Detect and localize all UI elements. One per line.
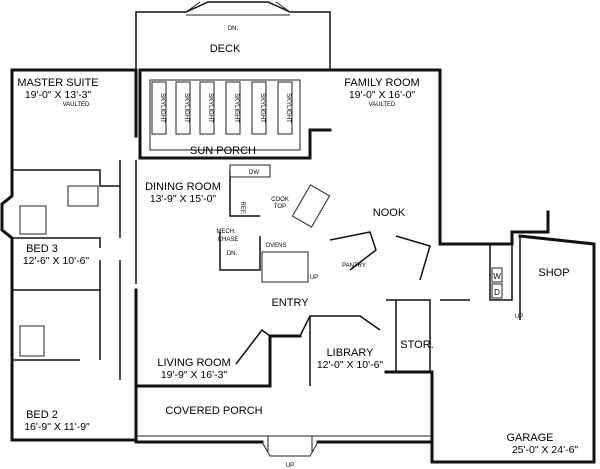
skylight-5: SKYLIGHT (259, 93, 265, 123)
skylight-1: SKYLIGHT (159, 93, 165, 123)
family-room-note: VAULTED (369, 102, 396, 108)
master-suite-note: VAULTED (63, 102, 90, 108)
dining-room-label: DINING ROOM (145, 181, 221, 193)
garage-label: GARAGE (506, 432, 553, 444)
shop-up-label: UP (515, 314, 523, 320)
ref-label: REF. (239, 201, 245, 214)
family-room-dims: 19'-0" X 16'-0" (349, 89, 416, 101)
bed3-label: BED 3 (26, 243, 58, 255)
interior-walls (12, 160, 521, 386)
stair-down-label: DN. (227, 251, 238, 257)
dw-label: DW (249, 170, 259, 176)
library-dims: 12'-0" X 10'-6" (317, 359, 384, 371)
ovens-label: OVENS (265, 243, 286, 249)
dining-room-dims: 13'-9" X 15'-0" (150, 193, 217, 205)
pantry-label: PANTRY (342, 263, 366, 269)
skylight-6: SKYLIGHT (285, 93, 291, 123)
deck-note: DN. (228, 26, 239, 32)
sun-porch-label: SUN PORCH (190, 145, 256, 157)
nook-label: NOOK (373, 207, 406, 219)
master-suite-label: MASTER SUITE (17, 77, 98, 89)
deck-label: DECK (210, 43, 241, 55)
mech-chase-label-2: CHASE (218, 237, 239, 243)
porch-up-label: UP (286, 463, 294, 469)
stair-up-label: UP (310, 275, 318, 281)
family-room-label: FAMILY ROOM (344, 77, 419, 89)
stor-label: STOR. (400, 339, 433, 351)
skylight-2: SKYLIGHT (183, 93, 189, 123)
dryer-label: D (494, 288, 500, 297)
exterior-walls (0, 68, 596, 464)
shop-label: SHOP (538, 267, 569, 279)
master-suite-dims: 19'-0" X 13'-3" (25, 89, 92, 101)
skylight-labels: SKYLIGHT SKYLIGHT SKYLIGHT SKYLIGHT SKYL… (159, 93, 291, 123)
skylight-3: SKYLIGHT (207, 93, 213, 123)
library-label: LIBRARY (327, 347, 375, 359)
skylight-4: SKYLIGHT (233, 93, 239, 123)
deck (135, 1, 331, 70)
garage-dims: 25'-0" X 24'-6" (512, 444, 579, 456)
entry-label: ENTRY (271, 297, 309, 309)
living-room-dims: 19'-9" X 16'-3" (161, 369, 228, 381)
covered-porch-label: COVERED PORCH (165, 405, 262, 417)
bed2-dims: 16'-9" X 11'-9" (24, 421, 90, 433)
bed3-dims: 12'-6" X 10'-6" (23, 255, 90, 267)
mech-chase-label-1: MECH. (216, 229, 236, 235)
living-room-label: LIVING ROOM (157, 357, 230, 369)
washer-label: W (493, 272, 501, 281)
cook-top-label-1: COOK (271, 197, 289, 203)
covered-porch (136, 435, 432, 457)
sun-porch (138, 68, 332, 160)
bed2-label: BED 2 (26, 409, 58, 421)
cook-top-label-2: TOP (274, 204, 286, 210)
